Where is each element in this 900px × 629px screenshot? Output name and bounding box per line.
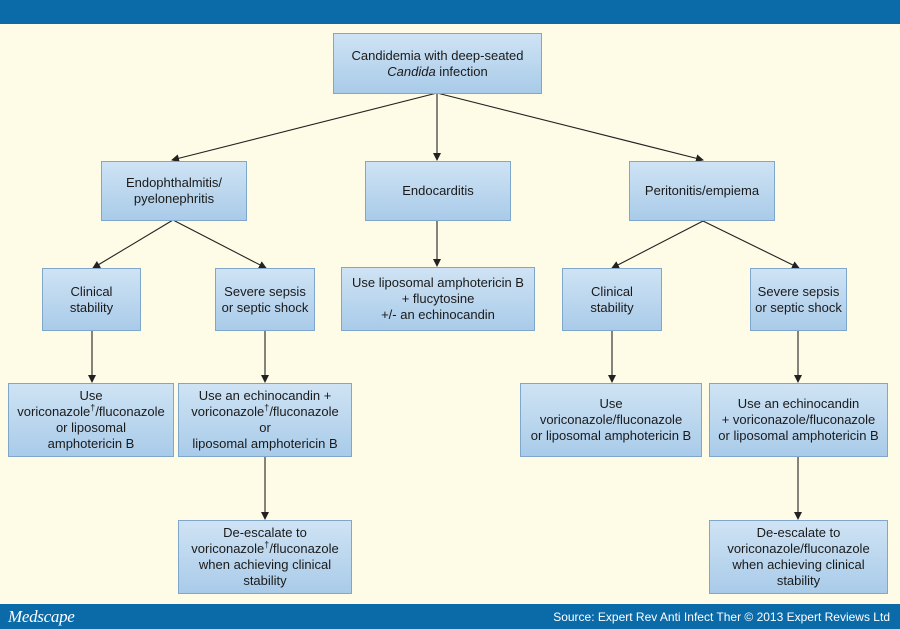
arrow-endo-pyelo-to-left-sepsis (172, 219, 267, 269)
node-right-sepsis-treatment: Use an echinocandin + voriconazole/fluco… (709, 383, 888, 457)
medscape-logo[interactable]: Medscape (8, 607, 75, 626)
node-left-deescalate-line2a: voriconazole (191, 541, 265, 556)
node-endocarditis-treatment: Use liposomal amphotericin B + flucytosi… (341, 267, 535, 331)
node-left-stable-tx-line3: or liposomal (55, 420, 127, 435)
node-endocarditis: Endocarditis (365, 161, 511, 221)
arrow-peritonitis-to-right-stable (611, 220, 704, 269)
arrow-root-to-peritonitis (436, 92, 704, 163)
node-left-stable-treatment: Use voriconazole†/fluconazole or liposom… (8, 383, 174, 457)
node-endocarditis-tx-line3: +/- an echinocandin (381, 307, 495, 322)
node-left-sepsis-tx-line4: liposomal amphotericin B (192, 436, 338, 451)
node-left-stable-tx-line1: Use (79, 388, 103, 403)
source-credit: Source: Expert Rev Anti Infect Ther © 20… (553, 610, 890, 624)
node-right-stable-line1: Clinical (591, 283, 633, 299)
node-right-stable-line2: stability (590, 299, 634, 315)
node-left-sepsis-treatment: Use an echinocandin + voriconazole†/fluc… (178, 383, 352, 457)
node-left-sepsis-line2: or septic shock (221, 299, 309, 315)
arrow-root-to-endo-pyelo (171, 92, 438, 163)
node-endocarditis-tx-line2: + flucytosine (401, 291, 475, 306)
node-left-sepsis-tx-line2b: /fluconazole (269, 404, 339, 419)
node-root-line1: Candidemia with deep-seated (351, 47, 524, 63)
node-endocarditis-tx-line1: Use liposomal amphotericin B (352, 275, 524, 290)
node-left-sepsis-tx-line3: or (259, 420, 271, 435)
node-left-deescalate-line1: De-escalate to (223, 525, 307, 540)
node-right-deescalate-line1: De-escalate to (756, 525, 841, 540)
node-right-stable-tx-line3: or liposomal amphotericin B (530, 428, 692, 443)
node-left-stable-tx-line2a: voriconazole (17, 404, 91, 419)
node-right-deescalate: De-escalate to voriconazole/fluconazole … (709, 520, 888, 594)
node-endo-pyelo-line2: pyelonephritis (133, 191, 215, 206)
node-left-stable-line2: stability (69, 299, 114, 315)
node-right-clinical-stability: Clinical stability (562, 268, 662, 331)
node-root: Candidemia with deep-seated Candida infe… (333, 33, 542, 94)
node-root-candida: Candida (387, 63, 436, 79)
node-root-line2: infection (435, 63, 488, 79)
node-right-sepsis-tx-line2: + voriconazole/fluconazole (721, 412, 876, 427)
node-right-sepsis-line2: or septic shock (755, 299, 842, 315)
node-right-deescalate-line3: when achieving clinical (732, 557, 865, 572)
node-left-sepsis-tx-line1: Use an echinocandin + (198, 388, 332, 403)
node-right-sepsis-line1: Severe sepsis (757, 283, 840, 299)
node-right-severe-sepsis: Severe sepsis or septic shock (750, 268, 847, 331)
node-right-stable-tx-line2: voriconazole/fluconazole (539, 412, 683, 427)
node-endophthalmitis-pyelonephritis: Endophthalmitis/ pyelonephritis (101, 161, 247, 221)
node-right-deescalate-line2: voriconazole/fluconazole (727, 541, 870, 556)
node-left-stable-line1: Clinical (70, 283, 113, 299)
arrow-endo-pyelo-to-left-stable (92, 219, 174, 269)
node-right-sepsis-tx-line1: Use an echinocandin (737, 396, 860, 411)
footer-bar: Medscape Source: Expert Rev Anti Infect … (0, 604, 900, 629)
node-left-deescalate-line3: when achieving clinical (198, 557, 332, 572)
node-left-stable-tx-line2b: /fluconazole (95, 404, 165, 419)
node-left-sepsis-tx-line2a: voriconazole (191, 404, 265, 419)
dagger-footnote-mark: † (264, 402, 270, 413)
dagger-footnote-mark: † (264, 539, 270, 550)
node-right-deescalate-line4: stability (776, 573, 821, 588)
arrow-peritonitis-to-right-sepsis (702, 220, 800, 269)
node-left-deescalate-line4: stability (243, 573, 287, 588)
node-peritonitis-empiema: Peritonitis/empiema (629, 161, 775, 221)
node-left-sepsis-line1: Severe sepsis (224, 283, 306, 299)
node-left-deescalate-line2b: /fluconazole (269, 541, 339, 556)
header-bar (0, 0, 900, 24)
node-right-stable-treatment: Use voriconazole/fluconazole or liposoma… (520, 383, 702, 457)
node-left-severe-sepsis: Severe sepsis or septic shock (215, 268, 315, 331)
node-peritonitis-line1: Peritonitis/empiema (644, 183, 760, 198)
node-right-sepsis-tx-line3: or liposomal amphotericin B (718, 428, 879, 443)
node-left-clinical-stability: Clinical stability (42, 268, 141, 331)
dagger-footnote-mark: † (90, 402, 96, 413)
node-right-stable-tx-line1: Use (599, 396, 623, 411)
node-endo-pyelo-line1: Endophthalmitis/ (125, 175, 223, 190)
node-left-stable-tx-line4: amphotericin B (47, 436, 135, 451)
node-endocarditis-line1: Endocarditis (402, 183, 474, 198)
node-left-deescalate: De-escalate to voriconazole†/fluconazole… (178, 520, 352, 594)
